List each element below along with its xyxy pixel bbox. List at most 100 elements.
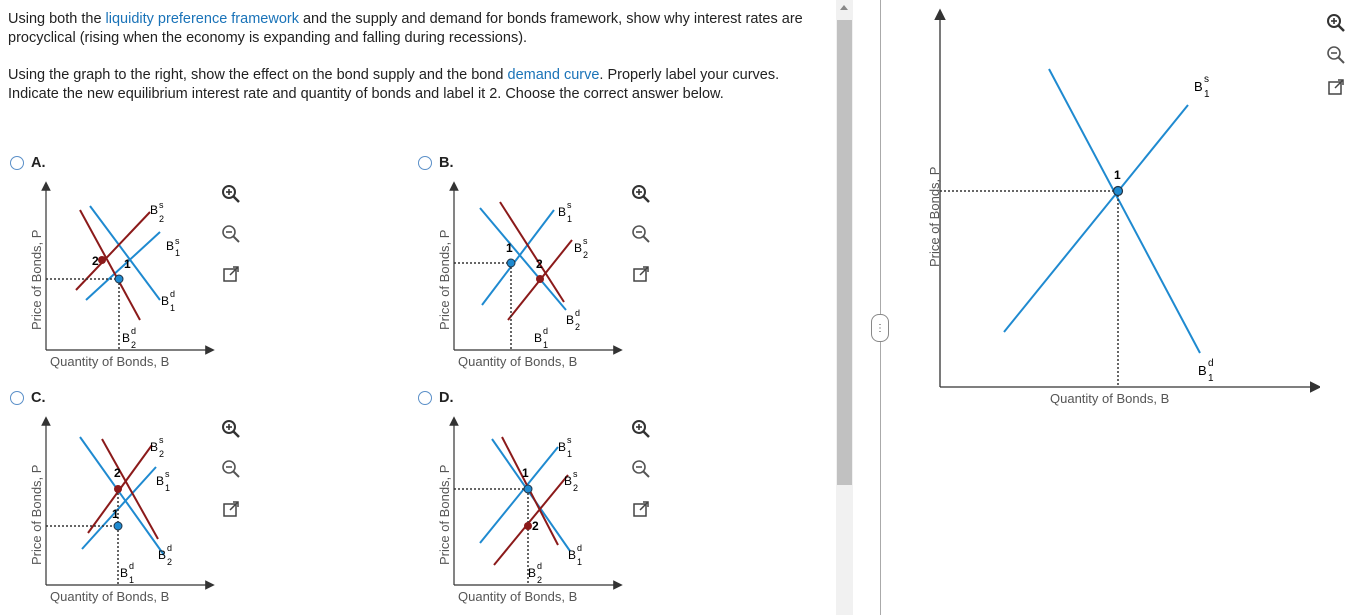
svg-text:B: B [566, 313, 574, 327]
svg-text:2: 2 [167, 557, 172, 567]
svg-text:2: 2 [131, 340, 136, 350]
svg-text:2: 2 [573, 483, 578, 493]
svg-text:1: 1 [567, 449, 572, 459]
option-a-tools [220, 183, 244, 303]
equilibrium-point-2 [536, 275, 544, 283]
demand-curve-1 [479, 207, 567, 311]
option-a[interactable]: A. [10, 155, 46, 171]
zoom-in-icon[interactable] [220, 183, 242, 205]
demand-curve-1[interactable] [1048, 68, 1201, 354]
demand-curve-2 [79, 209, 141, 321]
svg-text:B: B [158, 548, 166, 562]
option-a-radio[interactable] [10, 156, 24, 170]
glossary-link-liquidity[interactable]: liquidity preference framework [105, 11, 299, 27]
popout-icon[interactable] [220, 263, 242, 285]
svg-text:2: 2 [114, 466, 121, 480]
svg-text:B: B [120, 566, 128, 580]
demand-curve-1 [79, 436, 165, 556]
main-graph-tools [1325, 12, 1349, 116]
scrollbar-thumb[interactable] [837, 20, 852, 485]
svg-text:B: B [156, 474, 164, 488]
svg-text:1: 1 [543, 340, 548, 350]
svg-text:s: s [159, 435, 164, 445]
supply-curve-1 [481, 209, 555, 306]
svg-text:1: 1 [124, 257, 131, 271]
zoom-out-icon[interactable] [220, 223, 242, 245]
svg-text:s: s [567, 435, 572, 445]
graph-option-c: Price of Bonds, P Quantity of Bonds, B 2… [29, 416, 215, 604]
scrollbar[interactable] [836, 0, 853, 615]
svg-text:1: 1 [522, 466, 529, 480]
pane-divider[interactable] [880, 0, 881, 615]
svg-text:s: s [573, 469, 578, 479]
main-graph[interactable]: Price of Bonds, P Quantity of Bonds, B 1… [920, 5, 1320, 415]
popout-icon[interactable] [1325, 76, 1347, 98]
graph-option-b: Price of Bonds, P Quantity of Bonds, B 1… [437, 181, 623, 369]
glossary-link-demand-curve[interactable]: demand curve [507, 67, 600, 83]
option-b[interactable]: B. [418, 155, 454, 171]
option-d-radio[interactable] [418, 391, 432, 405]
supply-curve-1[interactable] [1003, 104, 1189, 333]
y-axis-label: Price of Bonds, P [437, 230, 452, 330]
equilibrium-point-1[interactable] [1112, 185, 1124, 197]
popout-icon[interactable] [630, 263, 652, 285]
equilibrium-point-2 [98, 256, 106, 264]
equilibrium-point-1 [113, 521, 123, 531]
option-c[interactable]: C. [10, 390, 46, 406]
option-b-radio[interactable] [418, 156, 432, 170]
svg-text:1: 1 [506, 241, 513, 255]
svg-text:2: 2 [92, 254, 99, 268]
svg-text:B: B [534, 331, 542, 345]
demand-curve-2 [499, 201, 565, 303]
svg-text:B: B [150, 440, 158, 454]
svg-text:s: s [1204, 74, 1209, 85]
svg-text:B: B [166, 239, 174, 253]
demand-curve-1 [89, 205, 161, 301]
equilibrium-label-1: 1 [1114, 168, 1121, 182]
zoom-out-icon[interactable] [220, 458, 242, 480]
equilibrium-point-1 [523, 484, 533, 494]
supply-curve-1 [81, 466, 157, 550]
supply-curve-2 [75, 211, 151, 291]
zoom-out-icon[interactable] [1325, 44, 1347, 66]
svg-text:d: d [577, 543, 582, 553]
option-b-tools [630, 183, 654, 303]
y-axis-label: Price of Bonds, P [29, 230, 44, 330]
option-c-radio[interactable] [10, 391, 24, 405]
zoom-in-icon[interactable] [1325, 12, 1347, 34]
pane-resize-handle[interactable]: ⋮ [871, 314, 889, 342]
y-axis-label: Price of Bonds, P [29, 465, 44, 565]
graph-option-d: Price of Bonds, P Quantity of Bonds, B 1… [437, 416, 623, 604]
option-d[interactable]: D. [418, 390, 454, 406]
popout-icon[interactable] [630, 498, 652, 520]
x-axis-label: Quantity of Bonds, B [1050, 391, 1169, 406]
zoom-in-icon[interactable] [220, 418, 242, 440]
zoom-in-icon[interactable] [630, 418, 652, 440]
graph-option-a: Price of Bonds, P Quantity of Bonds, B 2… [29, 181, 215, 369]
svg-text:B: B [528, 566, 536, 580]
equilibrium-point-2 [524, 522, 532, 530]
x-axis-label: Quantity of Bonds, B [50, 354, 169, 369]
svg-text:B: B [161, 294, 169, 308]
x-axis-label: Quantity of Bonds, B [458, 589, 577, 604]
svg-text:s: s [165, 469, 170, 479]
y-axis-label: Price of Bonds, P [437, 465, 452, 565]
zoom-out-icon[interactable] [630, 458, 652, 480]
scroll-up-arrow-icon[interactable] [840, 5, 848, 10]
question-paragraph-1: Using both the liquidity preference fram… [8, 11, 803, 46]
svg-text:2: 2 [537, 575, 542, 585]
svg-text:B: B [558, 205, 566, 219]
svg-text:1: 1 [129, 575, 134, 585]
popout-icon[interactable] [220, 498, 242, 520]
supply-curve-1 [479, 446, 559, 544]
zoom-in-icon[interactable] [630, 183, 652, 205]
svg-text:d: d [537, 561, 542, 571]
svg-text:d: d [543, 326, 548, 336]
zoom-out-icon[interactable] [630, 223, 652, 245]
svg-text:s: s [567, 200, 572, 210]
svg-text:s: s [159, 200, 164, 210]
svg-text:1: 1 [165, 483, 170, 493]
svg-text:1: 1 [1204, 89, 1210, 100]
svg-text:1: 1 [1208, 373, 1214, 384]
supply-curve-2 [493, 474, 569, 566]
